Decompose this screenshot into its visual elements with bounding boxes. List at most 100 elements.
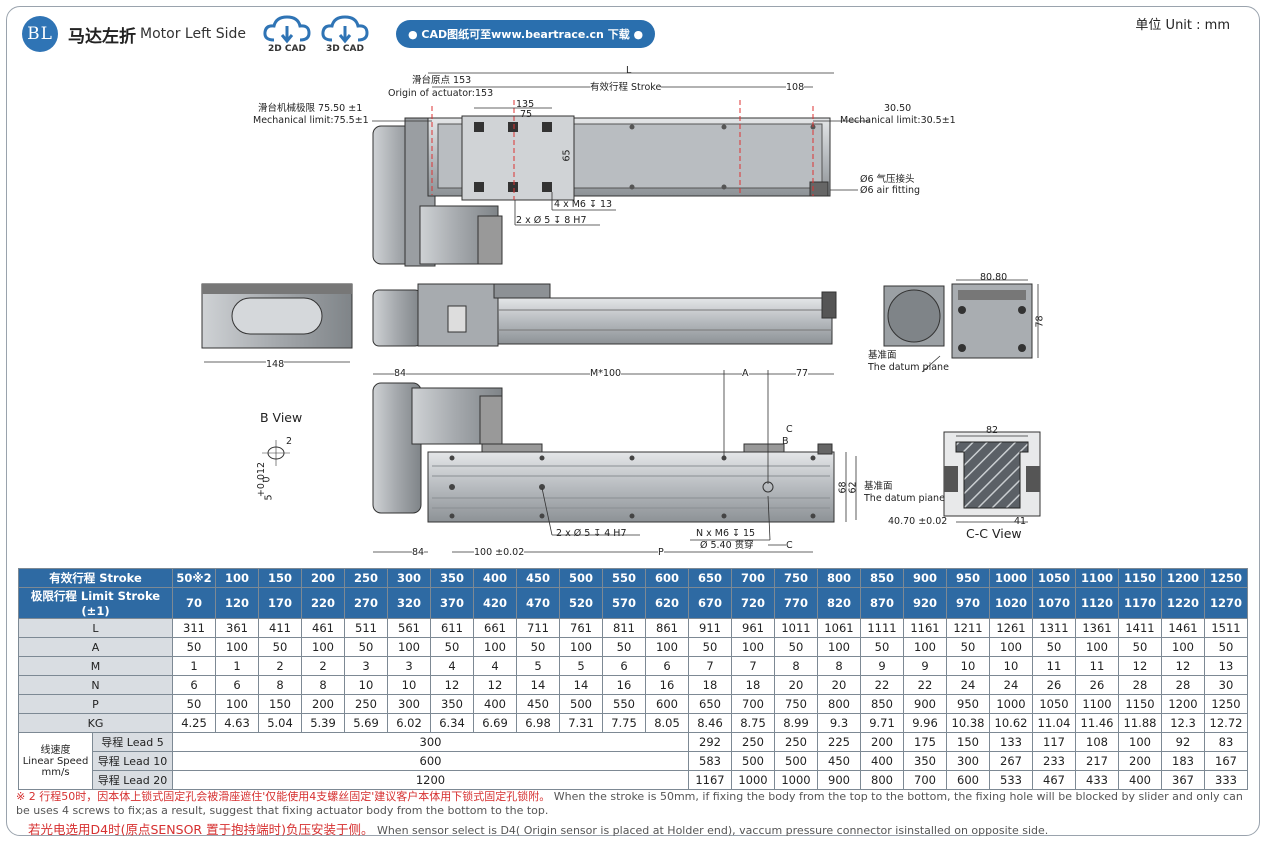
note-stroke-50: ※ 2 行程50时，因本体上锁式固定孔会被滑座遮住'仅能使用4支螺丝固定'建议客… (16, 790, 1256, 818)
table-cell: 5 (559, 656, 603, 676)
dim-P: P (658, 547, 664, 558)
table-cell: 50 (1204, 637, 1248, 657)
table-cell: 8 (774, 656, 818, 676)
table-cell: 7.31 (559, 713, 603, 733)
page-frame (6, 6, 1260, 836)
table-cell: 50 (344, 637, 388, 657)
table-cell: 4 (430, 656, 474, 676)
table-cell: 9.3 (817, 713, 861, 733)
speed-cell: 175 (903, 732, 947, 752)
table-cell: 12 (1161, 656, 1205, 676)
stroke-cell: 50※2 (172, 568, 216, 588)
table-cell: 311 (172, 618, 216, 638)
cad-download-link[interactable]: ● CAD图纸可至www.beartrace.cn 下载 ● (395, 20, 656, 48)
table-cell: 6 (645, 656, 689, 676)
table-cell: 1011 (774, 618, 818, 638)
table-cell: 26 (1032, 675, 1076, 695)
stroke-cell: 850 (860, 568, 904, 588)
datum2-cn: 基准面 (864, 481, 893, 492)
note2-en: When sensor select is D4( Origin sensor … (376, 824, 1049, 837)
table-cell: 7 (688, 656, 732, 676)
stroke-cell: 100 (215, 568, 259, 588)
table-cell: 50 (516, 637, 560, 657)
table-cell: 1161 (903, 618, 947, 638)
note2-cn: 若光电选用D4时(原点SENSOR 置于抱持端时)负压安装于侧。 (28, 822, 374, 837)
dim-75: 75 (520, 109, 533, 120)
stroke-cell: 300 (387, 568, 431, 588)
table-cell: 1461 (1161, 618, 1205, 638)
table-cell: 50 (602, 637, 646, 657)
cad-3d-button[interactable]: 3D CAD (320, 14, 370, 54)
cad-2d-button[interactable]: 2D CAD (262, 14, 312, 54)
stroke-cell: 250 (344, 568, 388, 588)
table-cell: 5 (516, 656, 560, 676)
speed-cell: 233 (1032, 751, 1076, 771)
table-cell: 1211 (946, 618, 990, 638)
speed-label-cn: 线速度 (40, 744, 71, 756)
table-cell: 18 (688, 675, 732, 695)
table-cell: 10 (344, 675, 388, 695)
table-cell: 100 (1161, 637, 1205, 657)
table-cell: 700 (731, 694, 775, 714)
cloud-download-icon (263, 15, 311, 44)
stroke-cell: 400 (473, 568, 517, 588)
speed-cell: 900 (817, 770, 861, 790)
table-cell: 50 (1032, 637, 1076, 657)
speed-cell: 167 (1204, 751, 1248, 771)
stroke-cell: 550 (602, 568, 646, 588)
table-cell: 100 (1075, 637, 1119, 657)
table-cell: 4.25 (172, 713, 216, 733)
table-cell: 50 (430, 637, 474, 657)
dim-84a: 84 (394, 368, 407, 379)
limit-cell: 1170 (1118, 587, 1162, 619)
limit-cell: 120 (215, 587, 259, 619)
table-cell: 100 (903, 637, 947, 657)
dim-L: L (626, 65, 632, 76)
table-cell: 250 (344, 694, 388, 714)
speed-merged: 600 (172, 751, 689, 771)
table-cell: 12 (430, 675, 474, 695)
table-cell: 16 (602, 675, 646, 695)
table-cell: 1250 (1204, 694, 1248, 714)
dim-stroke: 有效行程 Stroke (590, 82, 662, 93)
speed-cell: 400 (1118, 770, 1162, 790)
b-view-2: 2 (286, 436, 293, 447)
table-cell: 900 (903, 694, 947, 714)
table-cell: 22 (903, 675, 947, 695)
table-cell: 28 (1118, 675, 1162, 695)
table-cell: 1361 (1075, 618, 1119, 638)
table-cell: 50 (688, 637, 732, 657)
m6-holes: 4 x M6 ↧ 13 (554, 199, 613, 210)
table-cell: 11 (1032, 656, 1076, 676)
table-cell: 50 (860, 637, 904, 657)
table-cell: 361 (215, 618, 259, 638)
table-cell: 1 (172, 656, 216, 676)
limit-cell: 470 (516, 587, 560, 619)
stroke-cell: 1100 (1075, 568, 1119, 588)
row-label-a: A (18, 637, 173, 657)
table-cell: 3 (344, 656, 388, 676)
table-cell: 200 (301, 694, 345, 714)
table-cell: 2 (258, 656, 302, 676)
table-cell: 14 (516, 675, 560, 695)
dim-82: 82 (986, 425, 999, 436)
table-cell: 350 (430, 694, 474, 714)
speed-cell: 108 (1075, 732, 1119, 752)
table-cell: 1511 (1204, 618, 1248, 638)
air-fitting-cn: Ø6 气压接头 (860, 174, 915, 185)
table-cell: 18 (731, 675, 775, 695)
stroke-cell: 650 (688, 568, 732, 588)
speed-cell: 83 (1204, 732, 1248, 752)
origin-en: Origin of actuator:153 (388, 88, 494, 99)
limit-header: 极限行程 Limit Stroke (±1) (18, 587, 173, 619)
table-cell: 12 (473, 675, 517, 695)
table-cell: 50 (946, 637, 990, 657)
stroke-cell: 1200 (1161, 568, 1205, 588)
table-cell: 100 (989, 637, 1033, 657)
section-C2: C (786, 540, 793, 551)
header: BL 马达左折 Motor Left Side 2D CAD 3D CAD ● … (22, 14, 656, 54)
dim-84b: 84 (412, 547, 425, 558)
table-cell: 16 (645, 675, 689, 695)
